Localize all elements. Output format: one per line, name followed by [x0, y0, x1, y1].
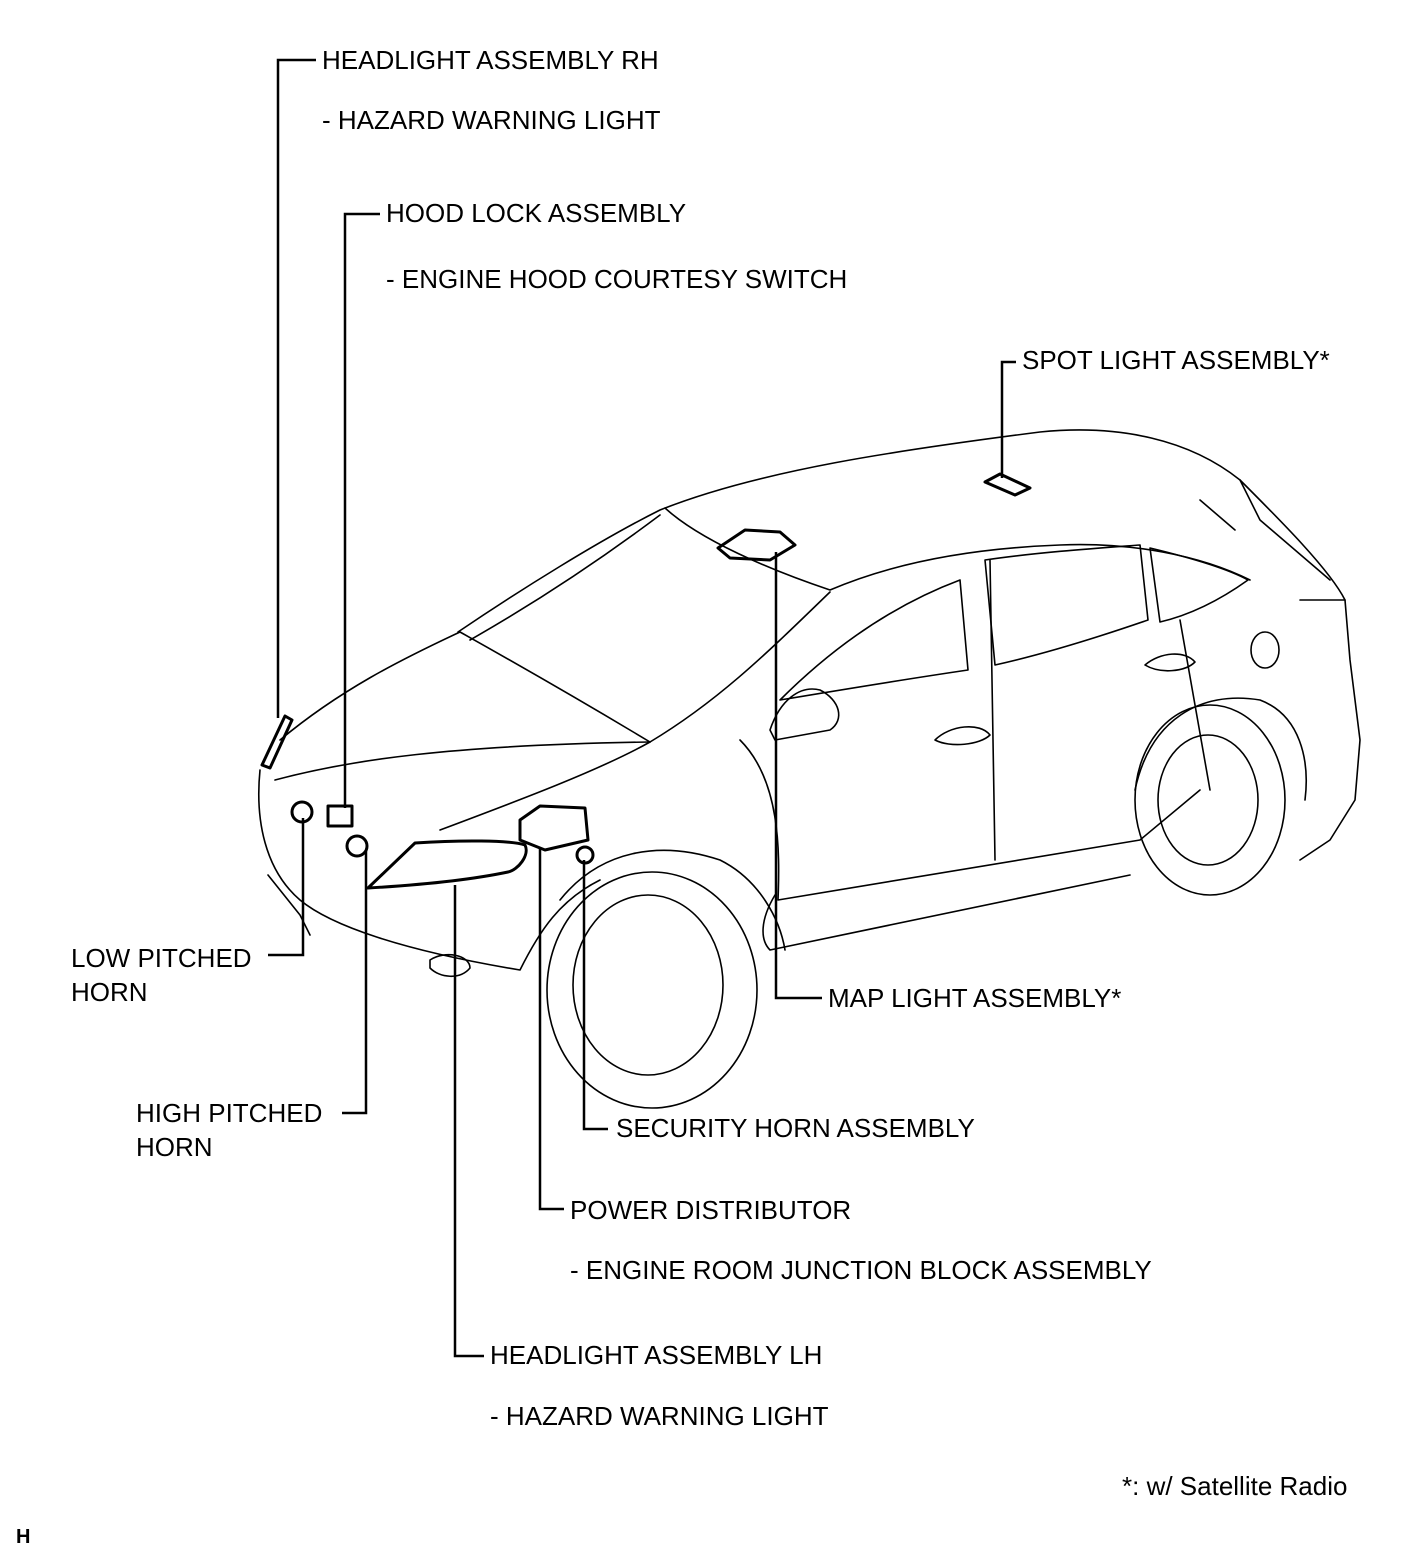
- headlight-rh-sublabel: - HAZARD WARNING LIGHT: [322, 105, 661, 135]
- low-horn-label-line2: HORN: [71, 977, 148, 1007]
- headlight-lh-label: HEADLIGHT ASSEMBLY LH: [490, 1340, 823, 1370]
- power-distributor-label: POWER DISTRIBUTOR: [570, 1195, 852, 1225]
- component-parts: [260, 472, 1032, 890]
- leader-spot-light: [1000, 360, 1016, 478]
- power-distributor-sublabel: - ENGINE ROOM JUNCTION BLOCK ASSEMBLY: [570, 1255, 1152, 1285]
- leader-low-horn: [268, 818, 305, 957]
- car-outline: [257, 429, 1361, 1109]
- leader-map-light: [774, 552, 822, 1000]
- headlight-rh-label: HEADLIGHT ASSEMBLY RH: [322, 45, 659, 75]
- leader-headlight-lh: [453, 885, 484, 1358]
- low-horn-label-line1: LOW PITCHED: [71, 943, 252, 973]
- hood-lock-label: HOOD LOCK ASSEMBLY: [386, 198, 687, 228]
- hood-lock-sublabel: - ENGINE HOOD COURTESY SWITCH: [386, 264, 848, 294]
- spot-light-label: SPOT LIGHT ASSEMBLY*: [1022, 345, 1330, 375]
- corner-mark: H: [16, 1526, 31, 1548]
- leader-lines: [268, 58, 1016, 1358]
- footnote: *: w/ Satellite Radio: [1122, 1471, 1348, 1501]
- high-horn-label-line2: HORN: [136, 1132, 213, 1162]
- leader-hood-lock: [343, 212, 380, 808]
- leader-security-horn: [582, 860, 608, 1131]
- map-light-label: MAP LIGHT ASSEMBLY*: [828, 983, 1122, 1013]
- high-horn-label-line1: HIGH PITCHED: [136, 1098, 323, 1128]
- leader-high-horn: [342, 850, 368, 1115]
- security-horn-label: SECURITY HORN ASSEMBLY: [616, 1113, 975, 1143]
- headlight-lh-sublabel: - HAZARD WARNING LIGHT: [490, 1401, 829, 1431]
- leader-headlight-rh: [276, 58, 316, 718]
- leader-power-dist: [538, 848, 564, 1211]
